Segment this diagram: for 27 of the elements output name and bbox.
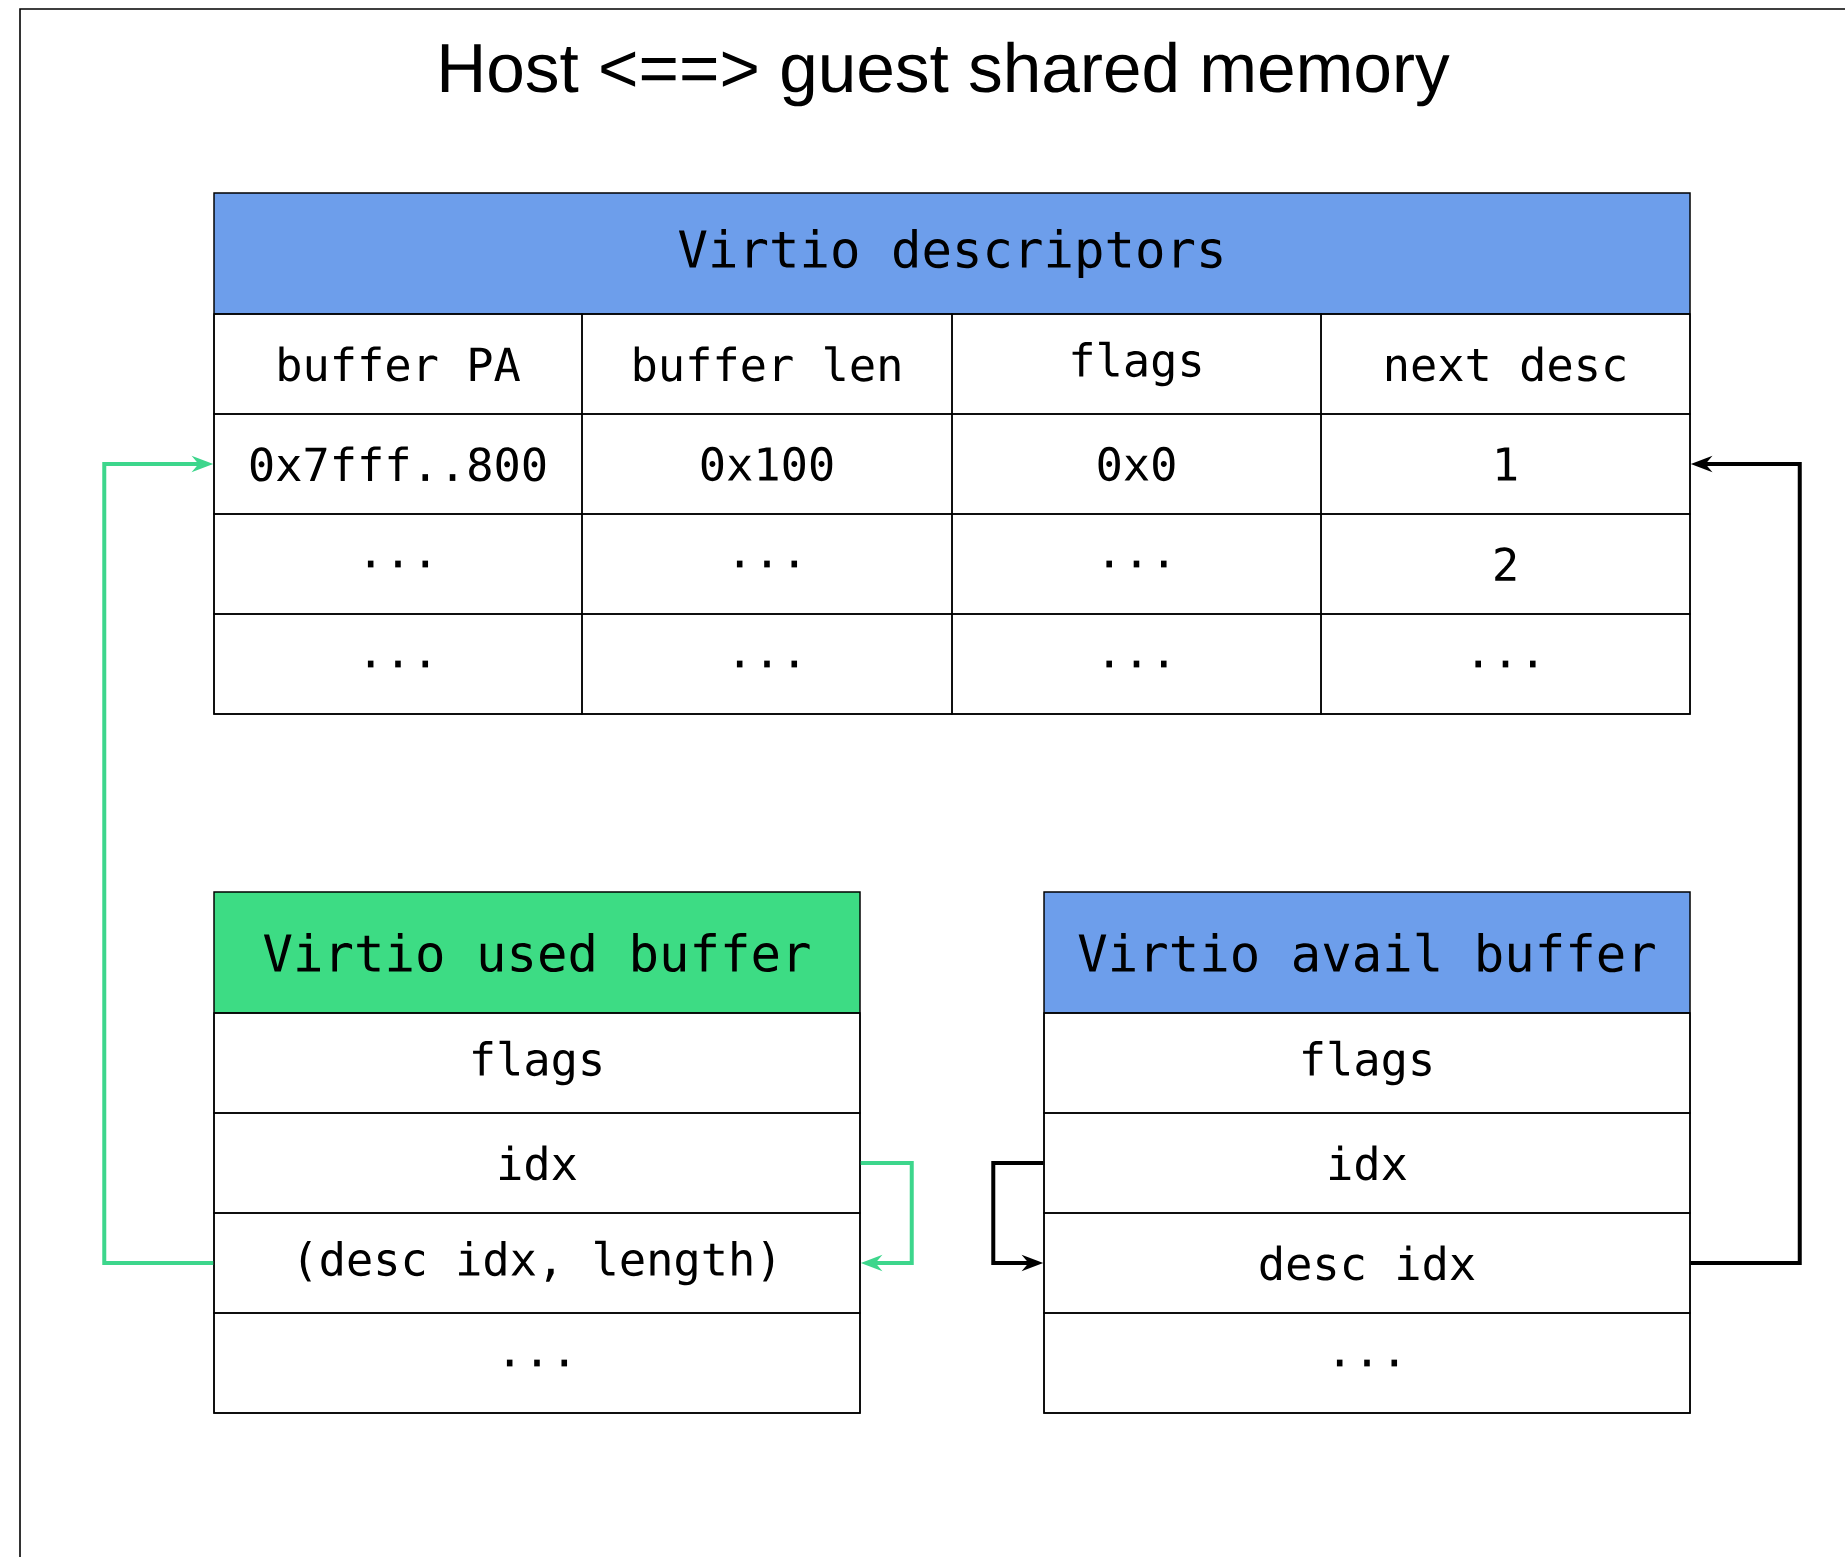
- table-cell: ...: [213, 1312, 861, 1414]
- table-cell: 0x7fff..800: [213, 413, 583, 515]
- table-cell: 1: [1320, 413, 1691, 515]
- table-cell: ...: [1320, 613, 1691, 715]
- table-cell: idx: [1043, 1112, 1691, 1214]
- table-cell: ...: [951, 613, 1322, 715]
- table-cell: buffer PA: [213, 313, 583, 415]
- table-cell: 0x100: [581, 413, 953, 515]
- table-cell: flags: [951, 313, 1322, 415]
- table-cell: ...: [1043, 1312, 1691, 1414]
- table-cell: ...: [581, 613, 953, 715]
- title: Host <==> guest shared memory: [441, 41, 1450, 107]
- table-cell: (desc idx, length): [213, 1212, 861, 1314]
- table-cell: ...: [213, 613, 583, 715]
- table-cell: next desc: [1320, 313, 1691, 415]
- table-cell: buffer len: [581, 313, 953, 415]
- arrow: [102, 455, 214, 1265]
- table-cell: 2: [1320, 513, 1691, 615]
- table-cell: ...: [951, 513, 1322, 615]
- table-cell: flags: [213, 1012, 861, 1114]
- table-cell: flags: [1043, 1012, 1691, 1114]
- table-cell: ...: [581, 513, 953, 615]
- table-cell: ...: [213, 513, 583, 615]
- table-cell: desc idx: [1043, 1212, 1691, 1314]
- table-cell: idx: [213, 1112, 861, 1214]
- table-cell: 0x0: [951, 413, 1322, 515]
- arrow: [860, 1161, 914, 1272]
